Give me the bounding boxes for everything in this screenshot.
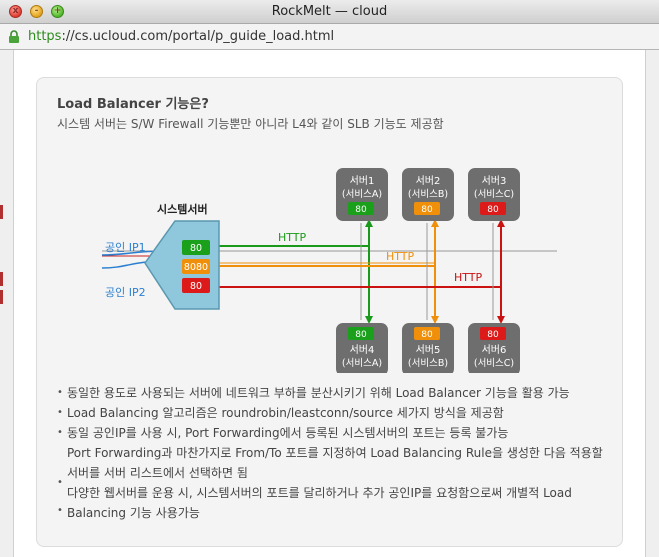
minimize-icon: - [34,6,39,16]
lock-icon [9,30,19,43]
bullet-item: Port Forwarding과 마찬가지로 From/To 포트를 지정하여 … [57,443,617,493]
public-ip1-label: 공인 IP1 [105,241,146,254]
server-name: 서버5 [416,344,441,356]
gutter-marker [0,205,3,219]
server-service: (서비스C) [474,358,514,369]
server-port-badge [414,327,440,340]
bullet-item: Load Balancing 알고리즘은 roundrobin/leastcon… [57,403,617,423]
system-server-label: 시스템서버 [157,202,208,216]
server-name: 서버6 [482,344,507,356]
server-link-orange: HTTP [201,219,439,324]
public-ip2-label: 공인 IP2 [105,286,146,299]
server-link-red: HTTP [201,219,505,324]
bullet-item: 다양한 웹서버를 운용 시, 시스템서버의 포트를 달리하거나 추가 공인IP를… [57,483,617,523]
right-gutter [645,50,659,557]
zoom-window-button[interactable]: + [51,5,64,18]
url-text[interactable]: https://cs.ucloud.com/portal/p_guide_loa… [28,29,334,44]
system-port-80-top [182,240,210,255]
server-port-badge [348,327,374,340]
panel-title: Load Balancer 기능은? [57,97,209,112]
load-balancer-diagram: HTTP HTTP HTTP 시스템서버 [101,168,557,373]
panel-subtitle: 시스템 서버는 S/W Firewall 기능뿐만 아니라 L4와 같이 SLB… [57,117,444,131]
server-port-badge [348,202,374,215]
system-server: 시스템서버 80 8080 80 [144,202,220,310]
gutter-marker [0,272,3,286]
bullet-item: 동일한 용도로 사용되는 서버에 네트워크 부하를 분산시키기 위해 Load … [57,383,617,403]
server-name: 서버1 [350,175,375,187]
page-content: Load Balancer 기능은? 시스템 서버는 S/W Firewall … [0,50,659,557]
load-balancer-panel: Load Balancer 기능은? 시스템 서버는 S/W Firewall … [36,77,623,547]
bullet-item: 동일 공인IP를 사용 시, Port Forwarding에서 등록된 시스템… [57,423,617,443]
server-name: 서버2 [416,175,441,187]
server-service: (서비스B) [408,189,448,200]
server-service: (서비스A) [342,358,382,369]
server-box-6: 80 서버6 (서비스C) [468,323,520,373]
close-window-button[interactable]: x [9,5,22,18]
url-rest: ://cs.ucloud.com/portal/p_guide_load.htm… [61,29,335,44]
server-port-label: 80 [355,205,367,215]
http-link-green-label: HTTP [278,231,307,244]
server-box-3: 서버3 (서비스C) 80 [468,168,520,221]
server-service: (서비스C) [474,189,514,200]
system-port-label: 80 [190,243,202,254]
server-name: 서버3 [482,175,507,187]
window-title: RockMelt — cloud [271,4,388,19]
zoom-icon: + [53,6,62,16]
system-port-80-bottom [182,278,210,293]
server-port-label: 80 [421,330,433,340]
window-titlebar: x - + RockMelt — cloud [0,0,659,24]
server-port-badge [480,327,506,340]
close-icon: x [12,6,19,16]
minimize-window-button[interactable]: - [30,5,43,18]
gutter-marker [0,290,3,304]
server-link-green: HTTP [201,219,373,324]
url-scheme: https [28,29,62,44]
address-bar[interactable]: https://cs.ucloud.com/portal/p_guide_loa… [0,24,659,50]
server-port-badge [414,202,440,215]
system-port-label: 8080 [184,262,208,273]
http-link-orange-label: HTTP [386,250,415,263]
left-gutter [0,50,14,557]
server-box-5: 80 서버5 (서비스B) [402,323,454,373]
server-port-label: 80 [487,330,499,340]
feature-bullet-list: 동일한 용도로 사용되는 서버에 네트워크 부하를 분산시키기 위해 Load … [57,383,617,523]
server-name: 서버4 [350,344,375,356]
server-box-2: 서버2 (서비스B) 80 [402,168,454,221]
server-service: (서비스B) [408,358,448,369]
server-port-label: 80 [487,205,499,215]
server-port-badge [480,202,506,215]
system-port-label: 80 [190,281,202,292]
http-link-red-label: HTTP [454,271,483,284]
server-port-label: 80 [421,205,433,215]
server-box-4: 80 서버4 (서비스A) [336,323,388,373]
server-box-1: 서버1 (서비스A) 80 [336,168,388,221]
server-service: (서비스A) [342,189,382,200]
system-port-8080 [182,259,210,274]
server-port-label: 80 [355,330,367,340]
